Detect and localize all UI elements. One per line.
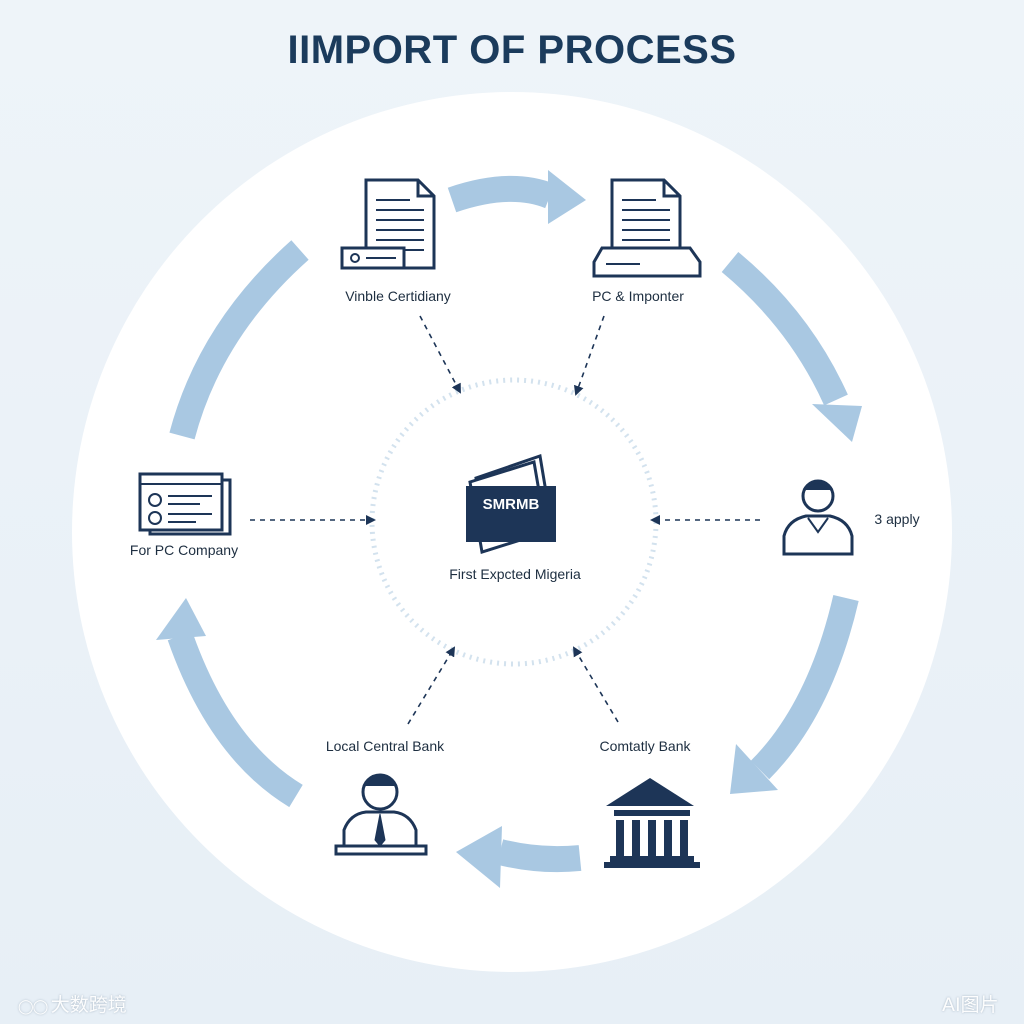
bank-building-icon (604, 778, 700, 868)
watermark-left-text: 大数跨境 (50, 994, 127, 1016)
arrowhead-right-bottom (730, 744, 778, 794)
center-label: First Expcted Migeria (449, 566, 581, 582)
document-printer-icon (340, 178, 436, 270)
connector-bottom-right (572, 646, 619, 723)
cycle-arrow-right-top (721, 251, 848, 406)
arrowhead-right-top (812, 404, 862, 442)
connector-top-right (573, 315, 605, 396)
watermark-left: ◯◯ 大数跨境 (18, 990, 127, 1017)
banknote-card-icon: SMRMB (466, 454, 556, 554)
arrowhead-bottom (456, 826, 502, 888)
connector-bottom-left (407, 646, 456, 725)
cycle-arrow-right-bottom (750, 595, 859, 780)
cycle-arrow-top (447, 175, 555, 213)
arrowhead-top (548, 170, 586, 224)
cycle-arrows (167, 175, 859, 873)
cycle-arrow-left-bottom (167, 631, 303, 808)
document-printer-icon (592, 178, 702, 278)
node-label-top-right: PC & Imponter (592, 288, 684, 304)
cycle-arrowheads (156, 170, 862, 888)
node-label-bottom-left: Local Central Bank (326, 738, 445, 754)
center-card-text: SMRMB (483, 496, 540, 513)
watermark-right: AI图片 (942, 994, 999, 1016)
page-title: IIMPORT OF PROCESS (287, 28, 737, 72)
cycle-arrow-left-top (169, 240, 309, 440)
connector-top-left (419, 315, 461, 394)
node-label-right: 3 apply (874, 511, 919, 527)
node-label-bottom-right: Comtatly Bank (599, 738, 691, 754)
cycle-arrow-bottom (496, 839, 582, 873)
connectors (250, 315, 760, 725)
person-icon (782, 479, 854, 556)
person-at-desk-icon (334, 773, 428, 856)
watermark-logo-icon: ◯◯ (18, 999, 51, 1015)
node-label-left: For PC Company (130, 542, 238, 558)
browser-window-icon (138, 472, 232, 536)
node-label-top-left: Vinble Certidiany (345, 288, 451, 304)
arrowhead-left-bottom (156, 598, 206, 640)
